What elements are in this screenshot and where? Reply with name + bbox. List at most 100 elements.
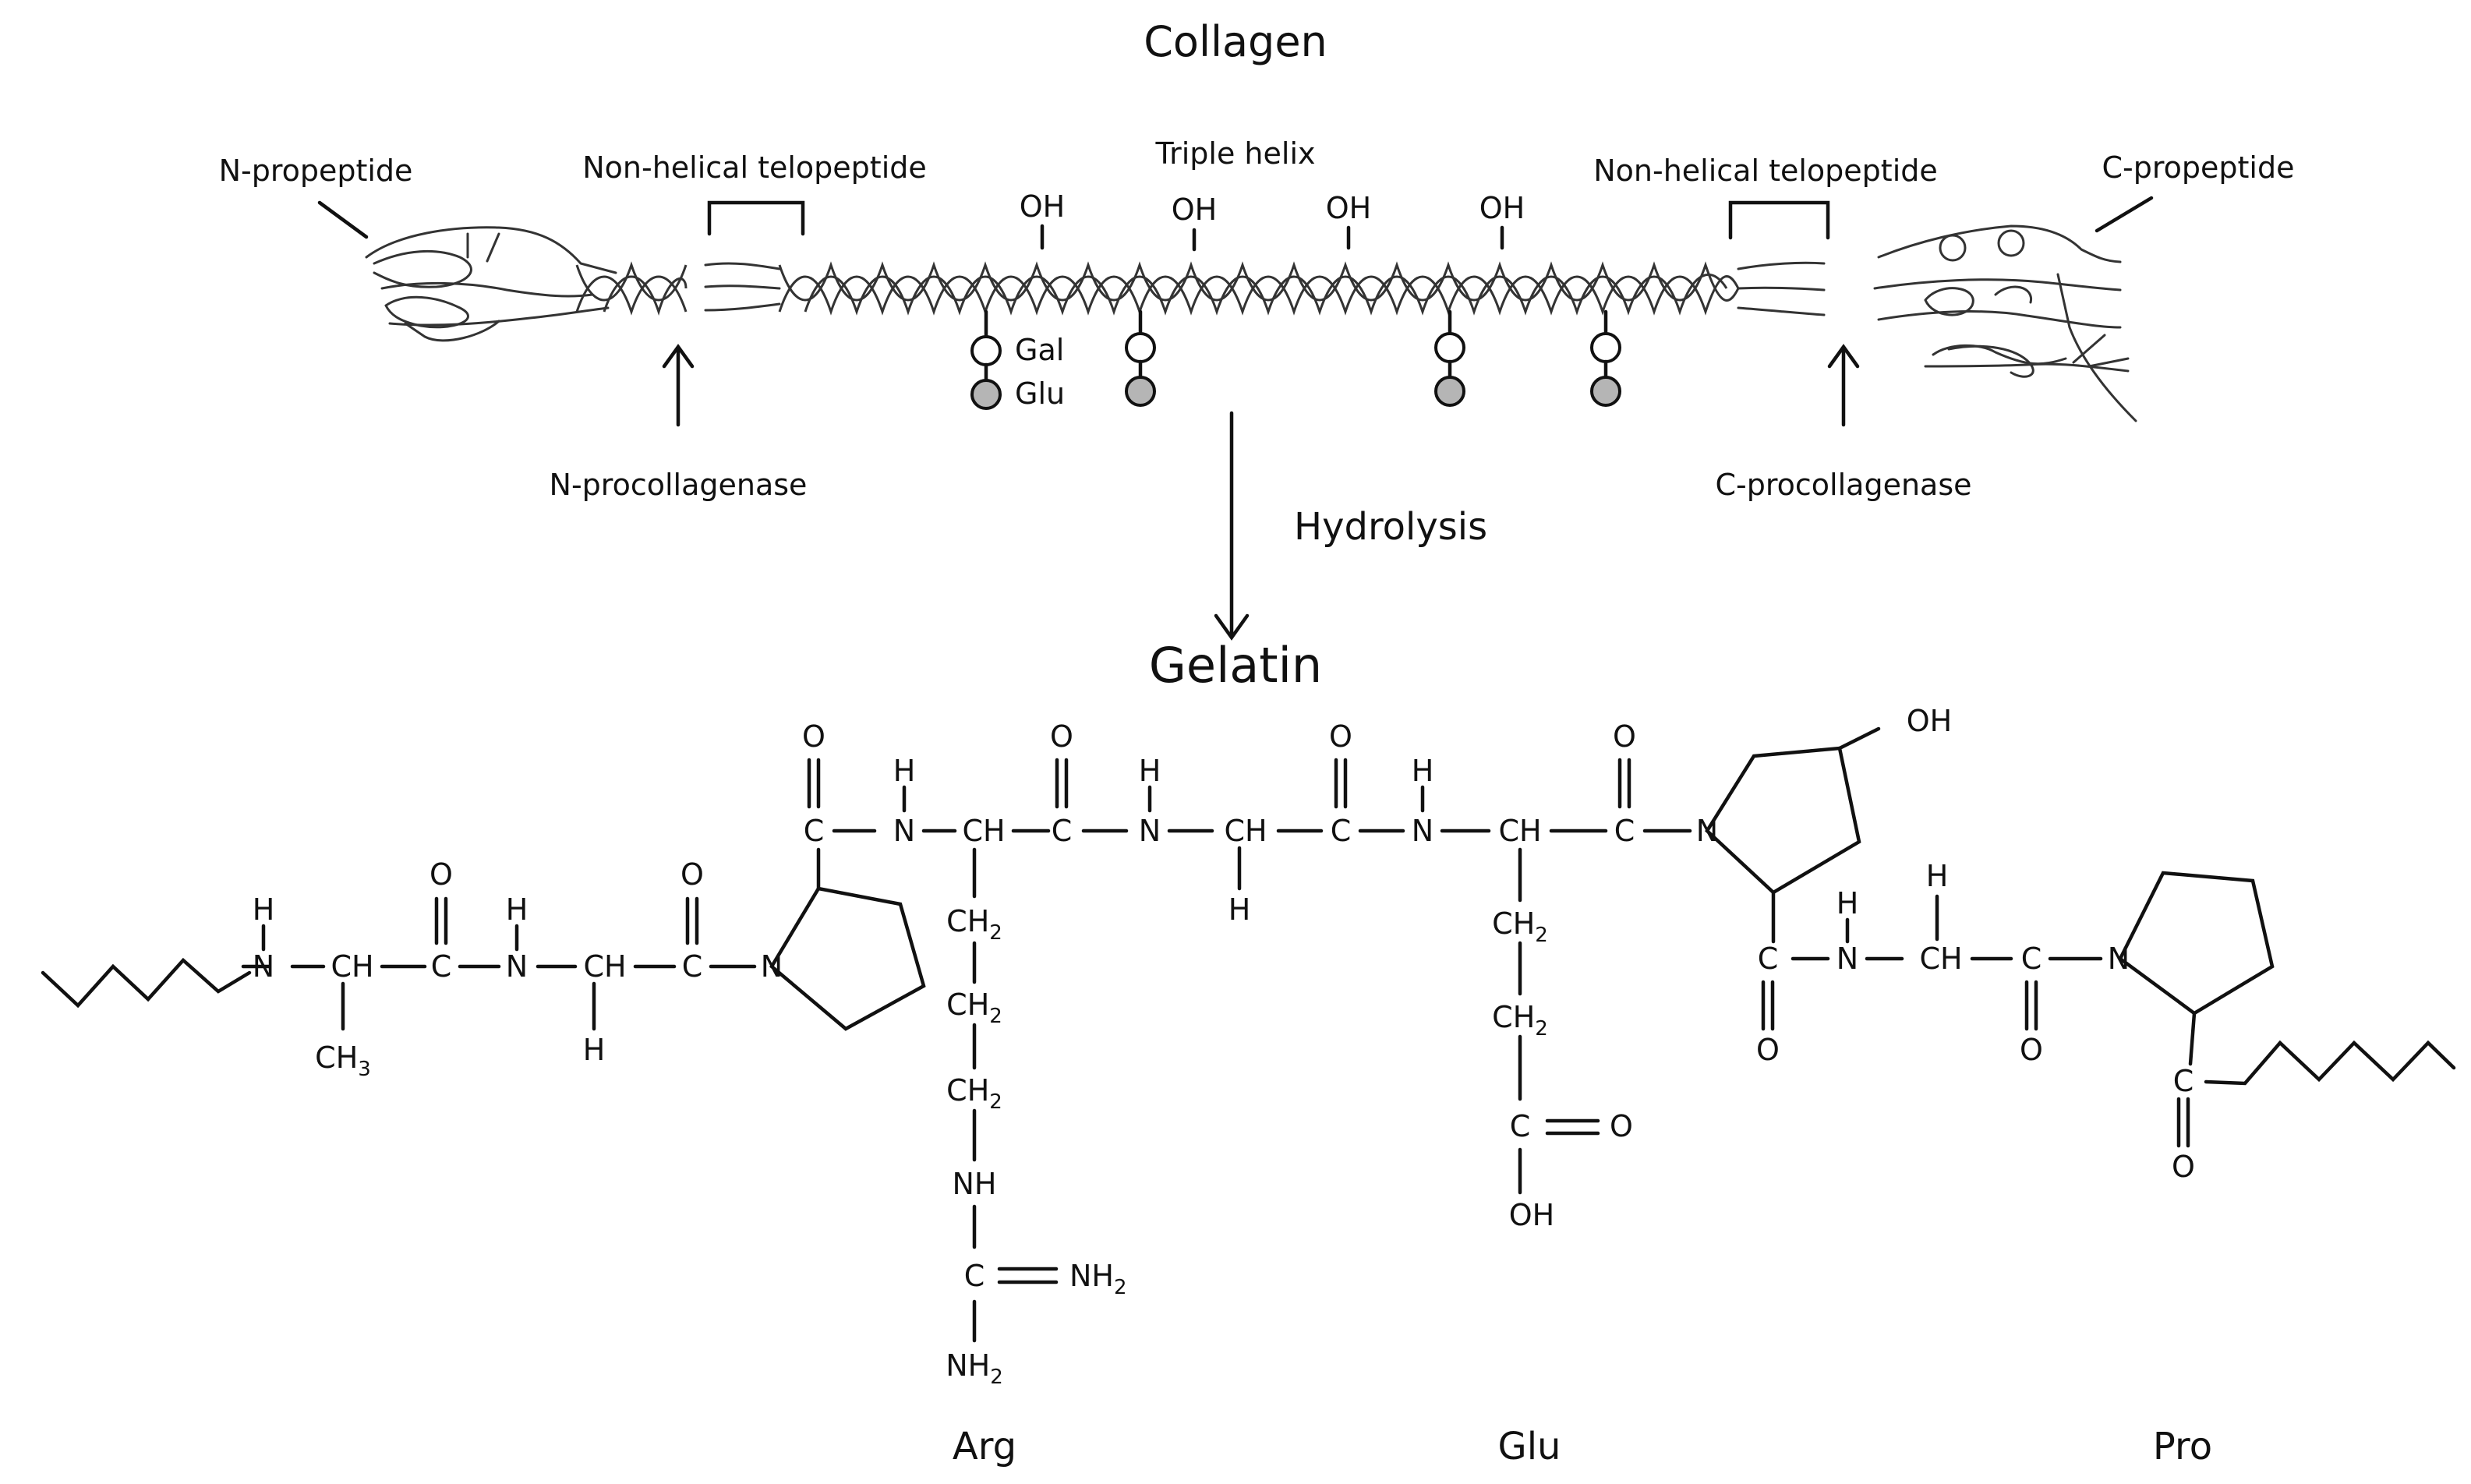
atom-ch-gly3: CH	[1919, 942, 1962, 976]
atom-ch-arg: CH	[962, 814, 1005, 848]
atom-ch2-arg-2-sub: 2	[989, 1005, 1002, 1028]
gelatin-title: Gelatin	[1149, 637, 1322, 694]
atom-ch3-base: CH	[315, 1041, 358, 1075]
residue-label-pro: Pro	[2153, 1425, 2212, 1468]
atom-labels: H N CH CH3 O C H N CH H O C N O C H N CH…	[253, 704, 2195, 1389]
telopeptide-left-strands	[704, 262, 781, 312]
atom-oh-hyp: OH	[1907, 704, 1952, 738]
n-procollagenase-label: N-procollagenase	[550, 468, 808, 502]
atom-ch2-arg-1: CH2	[946, 904, 1002, 945]
hydroxyl-label-4: OH	[1479, 191, 1525, 225]
c-procollagenase-label: C-procollagenase	[1716, 468, 1972, 502]
atom-c-7: C	[1758, 942, 1779, 976]
atom-n-hyp: N	[1696, 814, 1718, 848]
atom-ch2-arg-2-base: CH	[946, 988, 989, 1022]
atom-c-8: C	[2021, 942, 2042, 976]
atom-ch2-glu-1: CH2	[1492, 906, 1548, 947]
atom-ch2-glu-1-sub: 2	[1535, 924, 1548, 947]
atom-ch2-glu-2: CH2	[1492, 1000, 1548, 1041]
n-propeptide-shape	[365, 226, 617, 342]
atom-ch2-arg-3-base: CH	[946, 1073, 989, 1108]
atom-nh-arg: NH	[953, 1167, 997, 1201]
atom-nh2-arg-1: NH2	[1069, 1259, 1127, 1299]
atom-n-6: N	[1836, 942, 1858, 976]
n-propeptide-pointer	[317, 200, 369, 239]
atom-ch2-glu-2-sub: 2	[1535, 1017, 1548, 1041]
telopeptide-left-label: Non-helical telopeptide	[582, 150, 927, 185]
atom-ch-gly2: CH	[1224, 814, 1267, 848]
atom-ch2-arg-2: CH2	[946, 988, 1002, 1028]
atom-ch2-glu-1-base: CH	[1492, 906, 1535, 941]
atom-c-2: C	[682, 949, 703, 984]
atom-h-2: H	[506, 892, 528, 927]
atom-nh2-arg-2-sub: 2	[990, 1366, 1003, 1389]
atom-ch3: CH3	[315, 1041, 371, 1081]
hydrolysis-label: Hydrolysis	[1294, 505, 1487, 549]
atom-ch2-arg-1-base: CH	[946, 904, 989, 938]
hydroxyl-label-2: OH	[1172, 193, 1217, 227]
atom-o-9: O	[2172, 1150, 2195, 1184]
atom-c-5: C	[1331, 814, 1352, 848]
atom-h-1: H	[253, 892, 275, 927]
n-terminal-helix	[575, 261, 688, 316]
hydroxyl-label-1: OH	[1020, 189, 1065, 224]
atom-ch2-arg-1-sub: 2	[989, 921, 1002, 945]
gal-label: Gal	[1015, 333, 1064, 367]
atom-ch2-arg-3-sub: 2	[989, 1090, 1002, 1114]
atom-h-9: H	[1926, 859, 1949, 893]
peptide-bonds	[41, 726, 2456, 1343]
c-propeptide-shape	[1873, 224, 2137, 422]
atom-c-glu: C	[1510, 1109, 1531, 1143]
c-procollagenase-arrow	[1827, 344, 1860, 427]
glu-sugar-label: Glu	[1015, 376, 1065, 411]
hydroxyl-label-3: OH	[1326, 191, 1371, 225]
glycosylation-pendants	[970, 309, 1621, 410]
residue-label-arg: Arg	[953, 1425, 1016, 1468]
atom-ch-2: CH	[583, 949, 626, 984]
telopeptide-right-bracket	[1728, 200, 1830, 240]
triple-helix-label: Triple helix	[1154, 136, 1315, 171]
triple-helix-body	[778, 261, 1740, 316]
atom-c-arg: C	[964, 1259, 985, 1293]
atom-n-pro2: N	[2108, 942, 2130, 976]
atom-o-2: O	[680, 857, 704, 892]
n-procollagenase-arrow	[662, 344, 695, 427]
hydrolysis-arrow	[1214, 411, 1250, 641]
atom-n-5: N	[1412, 814, 1433, 848]
atom-h-4: H	[893, 754, 916, 788]
atom-h-7: H	[1412, 754, 1434, 788]
collagen-title: Collagen	[1144, 17, 1327, 66]
atom-o-6: O	[1613, 719, 1636, 754]
atom-nh2-arg-1-sub: 2	[1114, 1276, 1127, 1299]
atom-o-5: O	[1329, 719, 1352, 754]
atom-h-5: H	[1139, 754, 1161, 788]
atom-n-4: N	[1139, 814, 1161, 848]
atom-o-3: O	[802, 719, 825, 754]
atom-o-8: O	[2020, 1033, 2043, 1067]
n-propeptide-label: N-propeptide	[219, 154, 413, 188]
atom-o-7: O	[1756, 1033, 1780, 1067]
c-propeptide-label: C-propeptide	[2102, 150, 2295, 185]
atom-h-3: H	[583, 1033, 606, 1067]
atom-c-1: C	[431, 949, 452, 984]
atom-nh2-arg-1-base: NH	[1069, 1259, 1114, 1293]
atom-ch3-sub: 3	[358, 1058, 371, 1081]
atom-c-9: C	[2173, 1064, 2194, 1098]
atom-nh2-arg-2-base: NH	[946, 1348, 990, 1383]
atom-ch-glu: CH	[1498, 814, 1541, 848]
atom-c-4: C	[1052, 814, 1073, 848]
atom-o-1: O	[430, 857, 453, 892]
telopeptide-right-strands	[1737, 261, 1826, 316]
atom-ch2-arg-3: CH2	[946, 1073, 1002, 1114]
atom-nh2-arg-2: NH2	[946, 1348, 1003, 1389]
atom-c-6: C	[1614, 814, 1635, 848]
atom-oh-glu: OH	[1509, 1198, 1554, 1232]
hydroxyl-groups: OH OH OH OH	[1020, 189, 1525, 252]
atom-h-8: H	[1836, 886, 1859, 920]
atom-n-2: N	[506, 949, 528, 984]
atom-h-6: H	[1228, 892, 1251, 927]
atom-c-3: C	[804, 814, 825, 848]
atom-o-glu: O	[1610, 1109, 1633, 1143]
residue-label-glu: Glu	[1498, 1425, 1561, 1468]
